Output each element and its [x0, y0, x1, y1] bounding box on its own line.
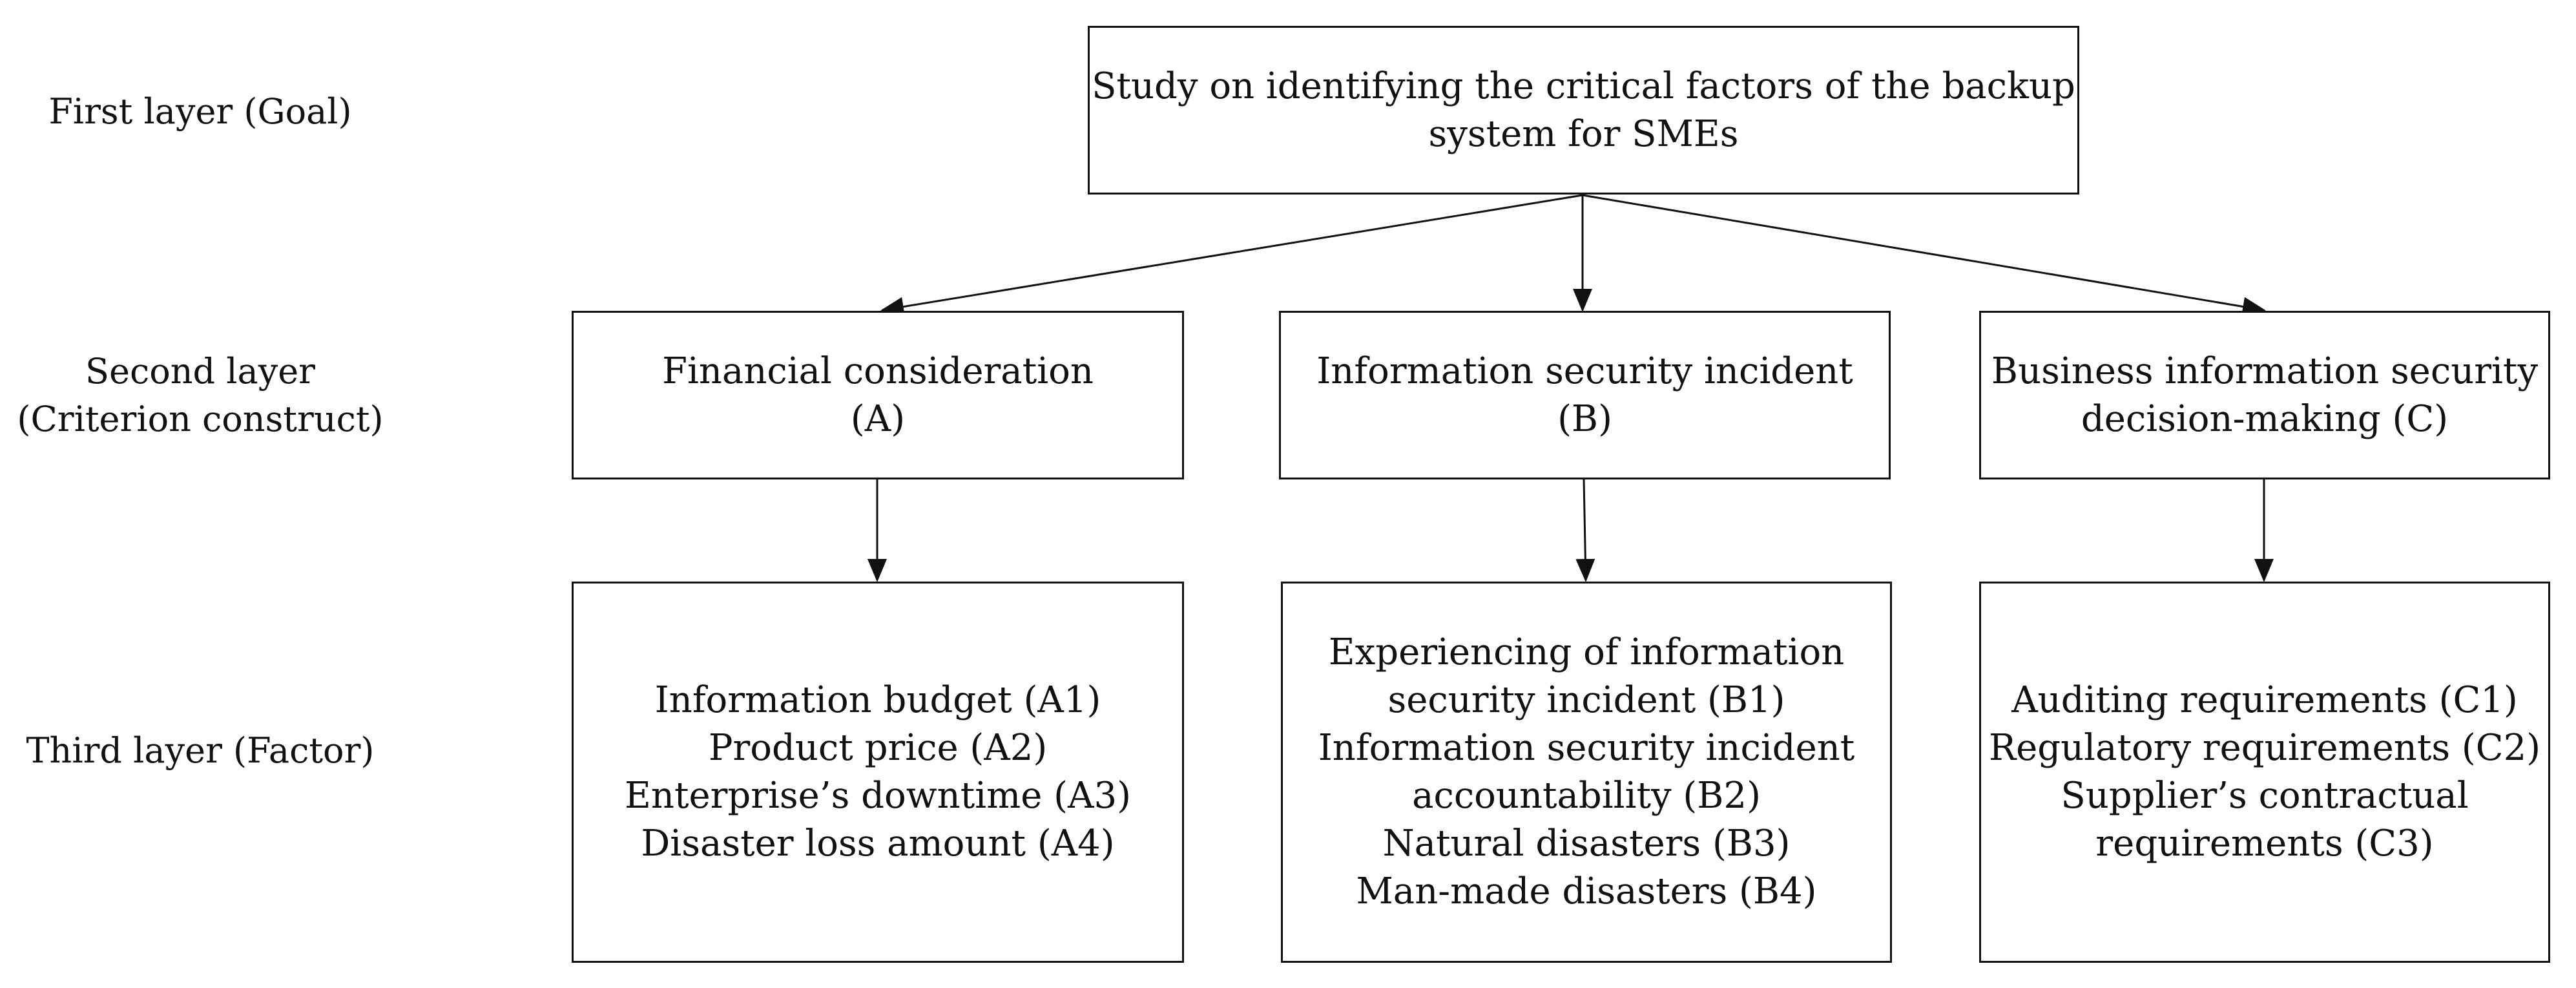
factor-item: Product price (A2) [708, 727, 1048, 769]
goal-line: Study on identifying the critical factor… [1092, 65, 2075, 107]
layer-label-line: Second layer [85, 351, 315, 392]
goal-box: Study on identifying the critical factor… [1088, 26, 2079, 194]
factor-item: Auditing requirements (C1) [2011, 679, 2518, 721]
arrow-goal-to-a [880, 194, 1583, 317]
factor-item: Man-made disasters (B4) [1356, 870, 1817, 912]
layer-label-first: First layer (Goal) [0, 88, 400, 136]
criterion-box-b: Information security incident (B) [1279, 311, 1891, 479]
layer-label-line: First layer (Goal) [48, 91, 352, 132]
layer-label-line: (Criterion construct) [17, 399, 384, 439]
factor-item: Regulatory requirements (C2) [1988, 727, 2541, 769]
factor-item: security incident (B1) [1387, 679, 1785, 721]
criterion-line: (A) [850, 397, 906, 440]
layer-label-second: Second layer (Criterion construct) [0, 348, 400, 443]
goal-line: system for SMEs [1428, 112, 1739, 155]
criterion-line: (B) [1557, 397, 1612, 440]
criterion-line: Business information security [1991, 350, 2539, 392]
layer-label-third: Third layer (Factor) [0, 727, 400, 775]
factor-item: Experiencing of information [1328, 631, 1845, 673]
factor-item: Disaster loss amount (A4) [641, 823, 1115, 865]
arrow-b-to-factors [1575, 479, 1595, 582]
arrow-goal-to-c [1582, 194, 2266, 317]
factor-item: Information budget (A1) [654, 679, 1101, 721]
factor-item: requirements (C3) [2095, 823, 2434, 865]
layer-label-line: Third layer (Factor) [26, 730, 375, 771]
factor-item: Supplier’s contractual [2061, 775, 2469, 817]
factor-item: Enterprise’s downtime (A3) [625, 775, 1131, 817]
criterion-box-c: Business information security decision-m… [1979, 311, 2550, 479]
factor-box-a: Information budget (A1) Product price (A… [572, 582, 1184, 963]
factor-item: accountability (B2) [1412, 775, 1761, 817]
criterion-line: Financial consideration [662, 350, 1094, 392]
criterion-line: Information security incident [1316, 350, 1853, 392]
factor-box-c: Auditing requirements (C1) Regulatory re… [1979, 582, 2550, 963]
criterion-box-a: Financial consideration (A) [572, 311, 1184, 479]
criterion-line: decision-making (C) [2081, 397, 2449, 440]
factor-item: Natural disasters (B3) [1382, 823, 1791, 865]
factor-box-b: Experiencing of information security inc… [1281, 582, 1892, 963]
factor-item: Information security incident [1318, 727, 1855, 769]
